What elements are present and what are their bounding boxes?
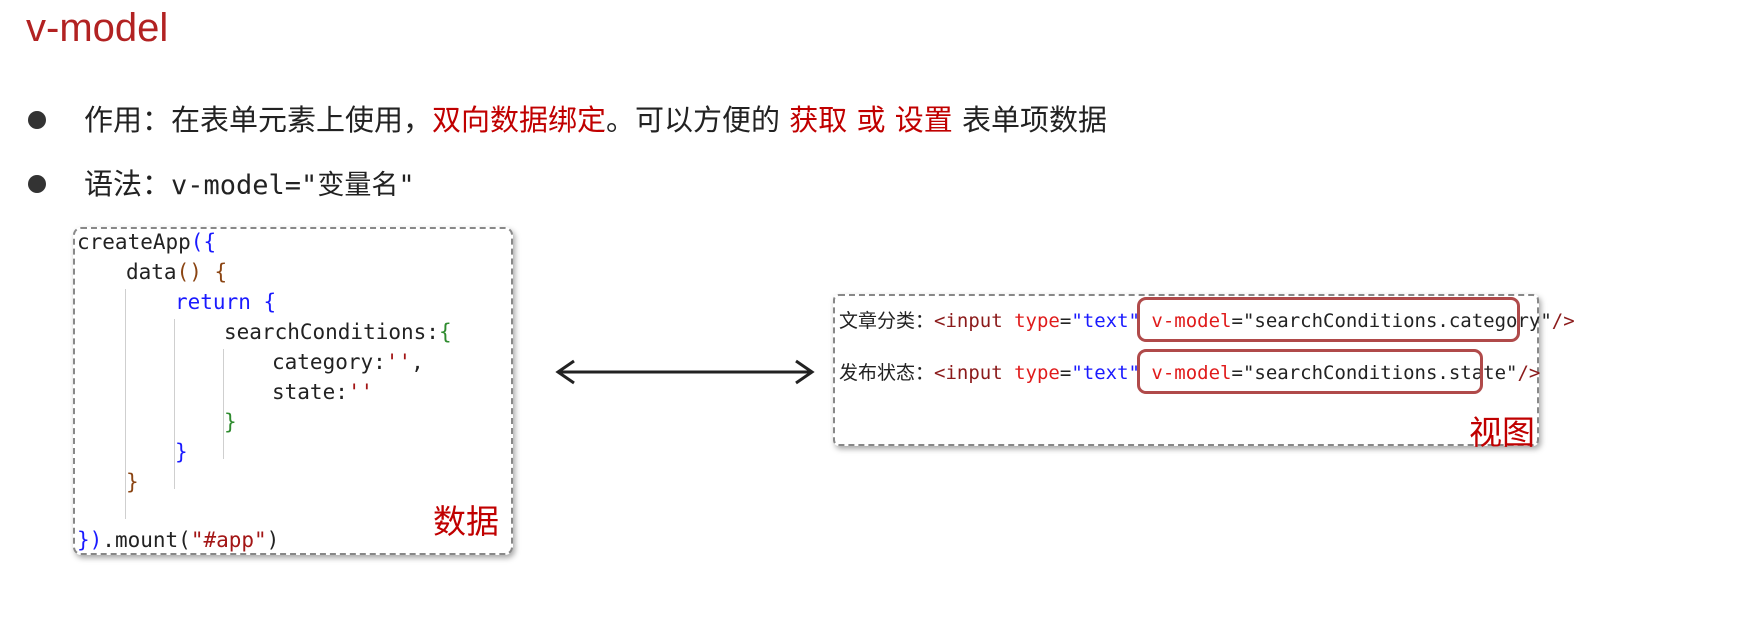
view-label: 视图 [1469, 413, 1535, 452]
bullet-dot-icon [28, 175, 46, 193]
code-line: return { [175, 290, 277, 314]
purpose-middle: 。可以方便的 [606, 103, 790, 137]
purpose-suffix: 表单项数据 [952, 103, 1107, 137]
code-line: } [224, 410, 237, 434]
highlight-box-category [1137, 297, 1520, 342]
purpose-highlight-or: 或 [856, 103, 886, 137]
highlight-box-state [1137, 349, 1483, 394]
code-line: data() { [126, 260, 228, 284]
code-line: state:'' [272, 380, 374, 404]
bullet-syntax-text: 语法：v-model="变量名" [84, 164, 415, 206]
purpose-sep [886, 103, 895, 137]
view-line-state: 发布状态：<input type="text" v-model="searchC… [839, 362, 1541, 384]
data-label: 数据 [433, 502, 499, 541]
bullet-dot-icon [28, 111, 46, 129]
indent-guide [223, 349, 224, 459]
syntax-code: v-model="变量名" [171, 170, 415, 201]
purpose-prefix: 作用：在表单元素上使用， [84, 103, 433, 137]
double-arrow-icon [555, 359, 815, 385]
purpose-highlight-get: 获取 [789, 103, 848, 137]
code-line: } [126, 470, 139, 494]
indent-guide [174, 319, 175, 489]
code-line: createApp({ [77, 230, 217, 254]
code-line: searchConditions:{ [224, 320, 452, 344]
view-line-category: 文章分类：<input type="text" v-model="searchC… [839, 310, 1575, 332]
view-box: 文章分类：<input type="text" v-model="searchC… [833, 294, 1575, 452]
bullet-purpose-text: 作用：在表单元素上使用，双向数据绑定。可以方便的 获取 或 设置 表单项数据 [84, 100, 1107, 140]
purpose-highlight-set: 设置 [894, 103, 953, 137]
indent-guide [125, 289, 126, 519]
code-data-box: createApp({ data() { return { searchCond… [73, 227, 513, 555]
code-line: } [175, 440, 188, 464]
page-title: v-model [26, 6, 169, 50]
code-line: category:'', [272, 350, 424, 374]
syntax-prefix: 语法： [84, 167, 172, 201]
code-line: }).mount("#app") [77, 528, 280, 552]
purpose-highlight-binding: 双向数据绑定 [432, 103, 607, 137]
